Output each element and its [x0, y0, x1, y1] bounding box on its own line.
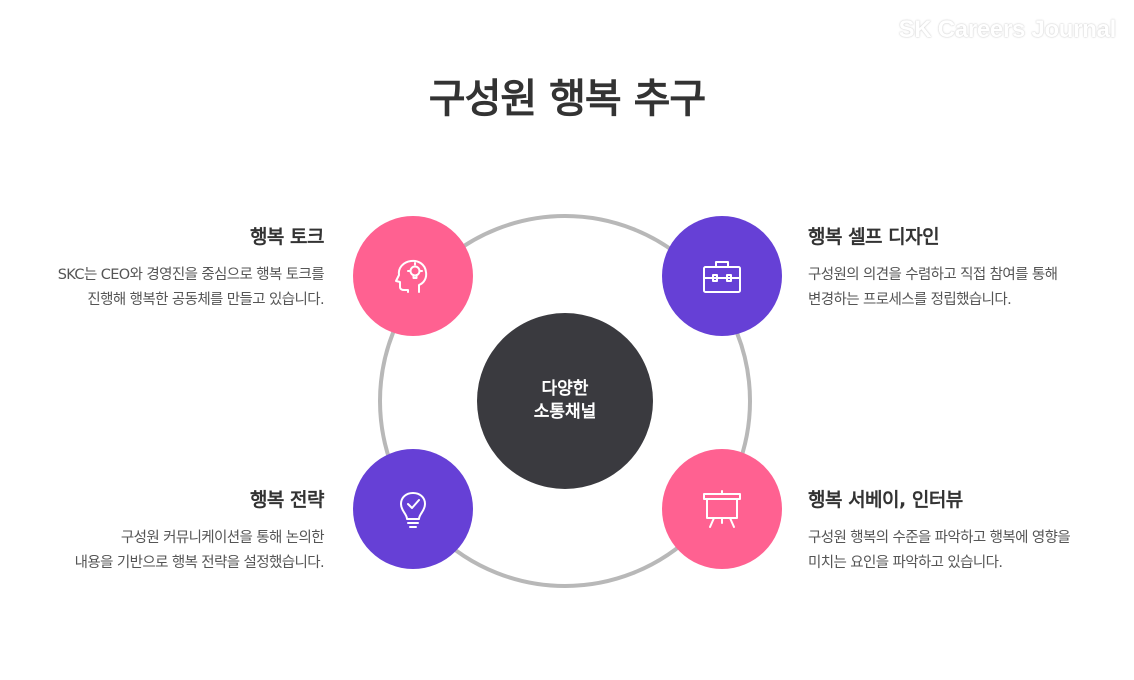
- item-title: 행복 전략: [249, 489, 325, 511]
- item-description: 구성원 행복의 수준을 파악하고 행복에 영향을 미치는 요인을 파악하고 있습…: [808, 530, 1071, 571]
- node-survey-interview: [662, 449, 782, 569]
- node-happiness-strategy: [353, 449, 473, 569]
- item-title: 행복 서베이, 인터뷰: [808, 489, 963, 511]
- item-self-design: 행복 셀프 디자인 구성원의 의견을 수렴하고 직접 참여를 통해 변경하는 프…: [808, 222, 1134, 313]
- center-label: 다양한 소통채널: [533, 379, 597, 422]
- center-circle: 다양한 소통채널: [477, 313, 653, 489]
- item-survey-interview: 행복 서베이, 인터뷰 구성원 행복의 수준을 파악하고 행복에 영향을 미치는…: [808, 485, 1134, 576]
- item-happiness-strategy: 행복 전략 구성원 커뮤니케이션을 통해 논의한 내용을 기반으로 행복 전략을…: [0, 485, 325, 576]
- item-description: SKC는 CEO와 경영진을 중심으로 행복 토크를 진행해 행복한 공동체를 …: [57, 267, 325, 308]
- lightbulb-check-icon: [400, 492, 426, 528]
- head-lightbulb-icon: [395, 259, 428, 293]
- page-title: 구성원 행복 추구: [428, 76, 706, 122]
- item-title: 행복 토크: [249, 226, 325, 248]
- presentation-board-icon: [703, 490, 741, 528]
- watermark-logo: SK Careers Journal: [898, 16, 1117, 43]
- outer-ring: [378, 214, 752, 588]
- node-happiness-talk: [353, 216, 473, 336]
- briefcase-icon: [703, 261, 741, 293]
- item-happiness-talk: 행복 토크 SKC는 CEO와 경영진을 중심으로 행복 토크를 진행해 행복한…: [0, 222, 325, 313]
- item-description: 구성원 커뮤니케이션을 통해 논의한 내용을 기반으로 행복 전략을 설정했습니…: [74, 530, 325, 571]
- item-description: 구성원의 의견을 수렴하고 직접 참여를 통해 변경하는 프로세스를 정립했습니…: [808, 267, 1058, 308]
- node-self-design: [662, 216, 782, 336]
- item-title: 행복 셀프 디자인: [808, 226, 940, 248]
